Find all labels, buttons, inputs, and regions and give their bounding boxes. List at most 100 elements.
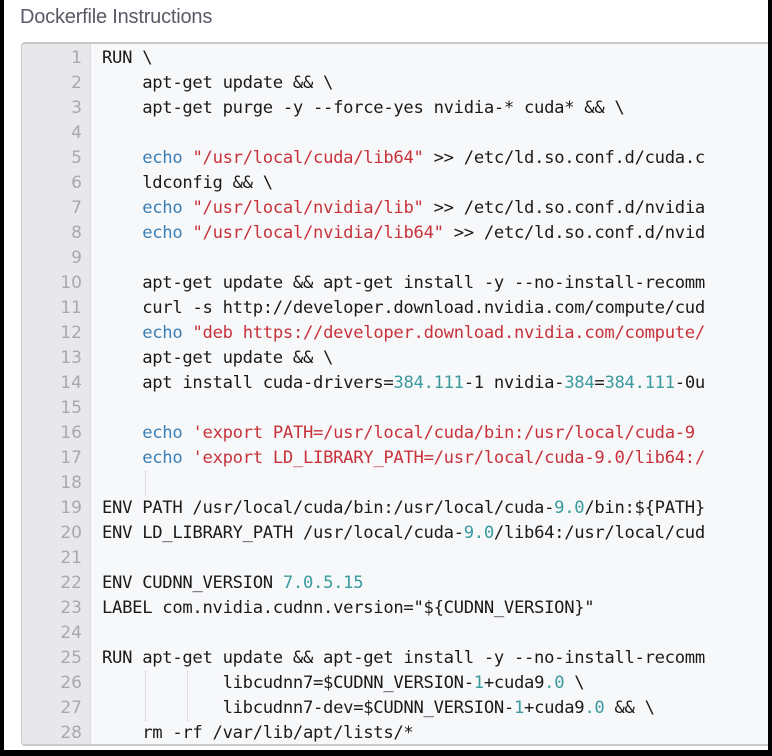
token-kw xyxy=(182,423,192,443)
code-text: libcudnn7-dev=$CUDNN_VERSION-1+cuda9.0 &… xyxy=(102,696,655,721)
token-kw: libcudnn7=$CUDNN_VERSION- xyxy=(102,673,475,693)
token-kw xyxy=(182,448,192,468)
token-kw xyxy=(102,323,142,343)
token-num: 1 xyxy=(513,698,525,718)
line-number: 10 xyxy=(60,273,82,293)
code-line[interactable]: 16 echo 'export PATH=/usr/local/cuda/bin… xyxy=(22,421,768,446)
code-line[interactable]: 9 xyxy=(22,246,768,271)
code-line[interactable]: 28 rm -rf /var/lib/apt/lists/* xyxy=(22,721,768,744)
code-line[interactable]: 7 echo "/usr/local/nvidia/lib" >> /etc/l… xyxy=(22,196,768,221)
token-kw: \ xyxy=(564,673,585,693)
code-text: apt-get update && \ xyxy=(102,346,333,371)
code-line[interactable]: 17 echo 'export LD_LIBRARY_PATH=/usr/loc… xyxy=(22,446,768,471)
token-kw: apt-get update && \ xyxy=(102,348,334,368)
code-line[interactable]: 18 xyxy=(22,471,768,496)
line-number: 24 xyxy=(60,623,82,643)
code-line[interactable]: 14 apt install cuda-drivers=384.111-1 nv… xyxy=(22,371,768,396)
indent-guide xyxy=(145,671,147,696)
code-text: apt-get update && apt-get install -y --n… xyxy=(102,271,705,296)
line-number: 28 xyxy=(60,723,82,743)
indent-guide xyxy=(145,696,147,721)
line-number: 23 xyxy=(60,598,82,618)
code-text: ENV PATH /usr/local/cuda/bin:/usr/local/… xyxy=(102,496,705,521)
token-kw xyxy=(182,323,192,343)
token-kw: libcudnn7-dev=$CUDNN_VERSION- xyxy=(102,698,515,718)
token-kw xyxy=(102,423,142,443)
token-kw xyxy=(182,223,192,243)
token-kw xyxy=(182,198,192,218)
line-number: 26 xyxy=(60,673,82,693)
code-line[interactable]: 6 ldconfig && \ xyxy=(22,171,768,196)
code-text: ldconfig && \ xyxy=(102,171,273,196)
line-number-gutter xyxy=(22,44,91,744)
code-text: RUN apt-get update && apt-get install -y… xyxy=(102,646,705,671)
line-number: 6 xyxy=(71,173,82,193)
code-line[interactable]: 4 xyxy=(22,121,768,146)
token-kw: ENV CUDNN_VERSION xyxy=(102,573,283,593)
code-text: ENV CUDNN_VERSION 7.0.5.15 xyxy=(102,571,364,596)
code-text: RUN \ xyxy=(102,46,153,71)
code-text: echo 'export PATH=/usr/local/cuda/bin:/u… xyxy=(102,421,695,446)
token-str: "/usr/local/nvidia/lib64" xyxy=(192,223,444,243)
code-line[interactable]: 12 echo "deb https://developer.download.… xyxy=(22,321,768,346)
code-line[interactable]: 10 apt-get update && apt-get install -y … xyxy=(22,271,768,296)
code-text: curl -s http://developer.download.nvidia… xyxy=(102,296,705,321)
token-kw: >> /etc/ld.so.conf.d/nvid xyxy=(443,223,706,243)
code-text: apt-get purge -y --force-yes nvidia-* cu… xyxy=(102,96,625,121)
code-line[interactable]: 24 xyxy=(22,621,768,646)
code-text: rm -rf /var/lib/apt/lists/* xyxy=(102,721,414,744)
code-line[interactable]: 26 libcudnn7=$CUDNN_VERSION-1+cuda9.0 \ xyxy=(22,671,768,696)
code-line[interactable]: 21 xyxy=(22,546,768,571)
panel-title: Dockerfile Instructions xyxy=(20,6,213,28)
token-kw xyxy=(102,448,142,468)
token-cmd: echo xyxy=(142,198,183,218)
token-kw: /bin:${PATH} xyxy=(584,498,705,518)
token-kw: >> /etc/ld.so.conf.d/cuda.c xyxy=(423,148,706,168)
token-kw xyxy=(102,223,142,243)
token-kw xyxy=(182,148,192,168)
token-num: .0 xyxy=(544,673,565,693)
code-text: echo "/usr/local/nvidia/lib" >> /etc/ld.… xyxy=(102,196,705,221)
line-number: 15 xyxy=(60,398,82,418)
token-kw: ldconfig && \ xyxy=(102,173,273,193)
code-line[interactable]: 15 xyxy=(22,396,768,421)
token-num: 9.0 xyxy=(554,498,585,518)
token-str: 'export LD_LIBRARY_PATH=/usr/local/cuda-… xyxy=(192,448,705,468)
token-num: 384.111 xyxy=(604,373,675,393)
line-number: 20 xyxy=(60,523,82,543)
token-kw: +cuda9 xyxy=(524,698,585,718)
token-cmd: echo xyxy=(142,448,183,468)
code-line[interactable]: 8 echo "/usr/local/nvidia/lib64" >> /etc… xyxy=(22,221,768,246)
code-line[interactable]: 22 ENV CUDNN_VERSION 7.0.5.15 xyxy=(22,571,768,596)
code-line[interactable]: 3 apt-get purge -y --force-yes nvidia-* … xyxy=(22,96,768,121)
token-kw: RUN apt-get update && apt-get install -y… xyxy=(102,648,705,668)
code-line[interactable]: 11 curl -s http://developer.download.nvi… xyxy=(22,296,768,321)
token-num: 384 xyxy=(564,373,595,393)
code-line[interactable]: 5 echo "/usr/local/cuda/lib64" >> /etc/l… xyxy=(22,146,768,171)
token-kw: = xyxy=(594,373,605,393)
code-line[interactable]: 2 apt-get update && \ xyxy=(22,71,768,96)
token-kw xyxy=(102,148,142,168)
code-text: apt install cuda-drivers=384.111-1 nvidi… xyxy=(102,371,705,396)
token-num: 1 xyxy=(473,673,484,693)
line-number: 2 xyxy=(71,73,82,93)
line-number: 22 xyxy=(60,573,82,593)
token-kw: curl -s http://developer.download.nvidia… xyxy=(102,298,705,318)
token-num: 7.0.5.15 xyxy=(282,573,364,593)
indent-guide xyxy=(186,671,188,696)
code-line[interactable]: 13 apt-get update && \ xyxy=(22,346,768,371)
code-line[interactable]: 27 libcudnn7-dev=$CUDNN_VERSION-1+cuda9.… xyxy=(22,696,768,721)
token-num: 384.111 xyxy=(393,373,464,393)
code-text: echo "deb https://developer.download.nvi… xyxy=(102,321,705,346)
token-num: 9.0 xyxy=(463,523,494,543)
token-cmd: echo xyxy=(142,323,183,343)
line-number: 14 xyxy=(60,373,82,393)
token-kw: apt-get update && \ xyxy=(102,73,334,93)
